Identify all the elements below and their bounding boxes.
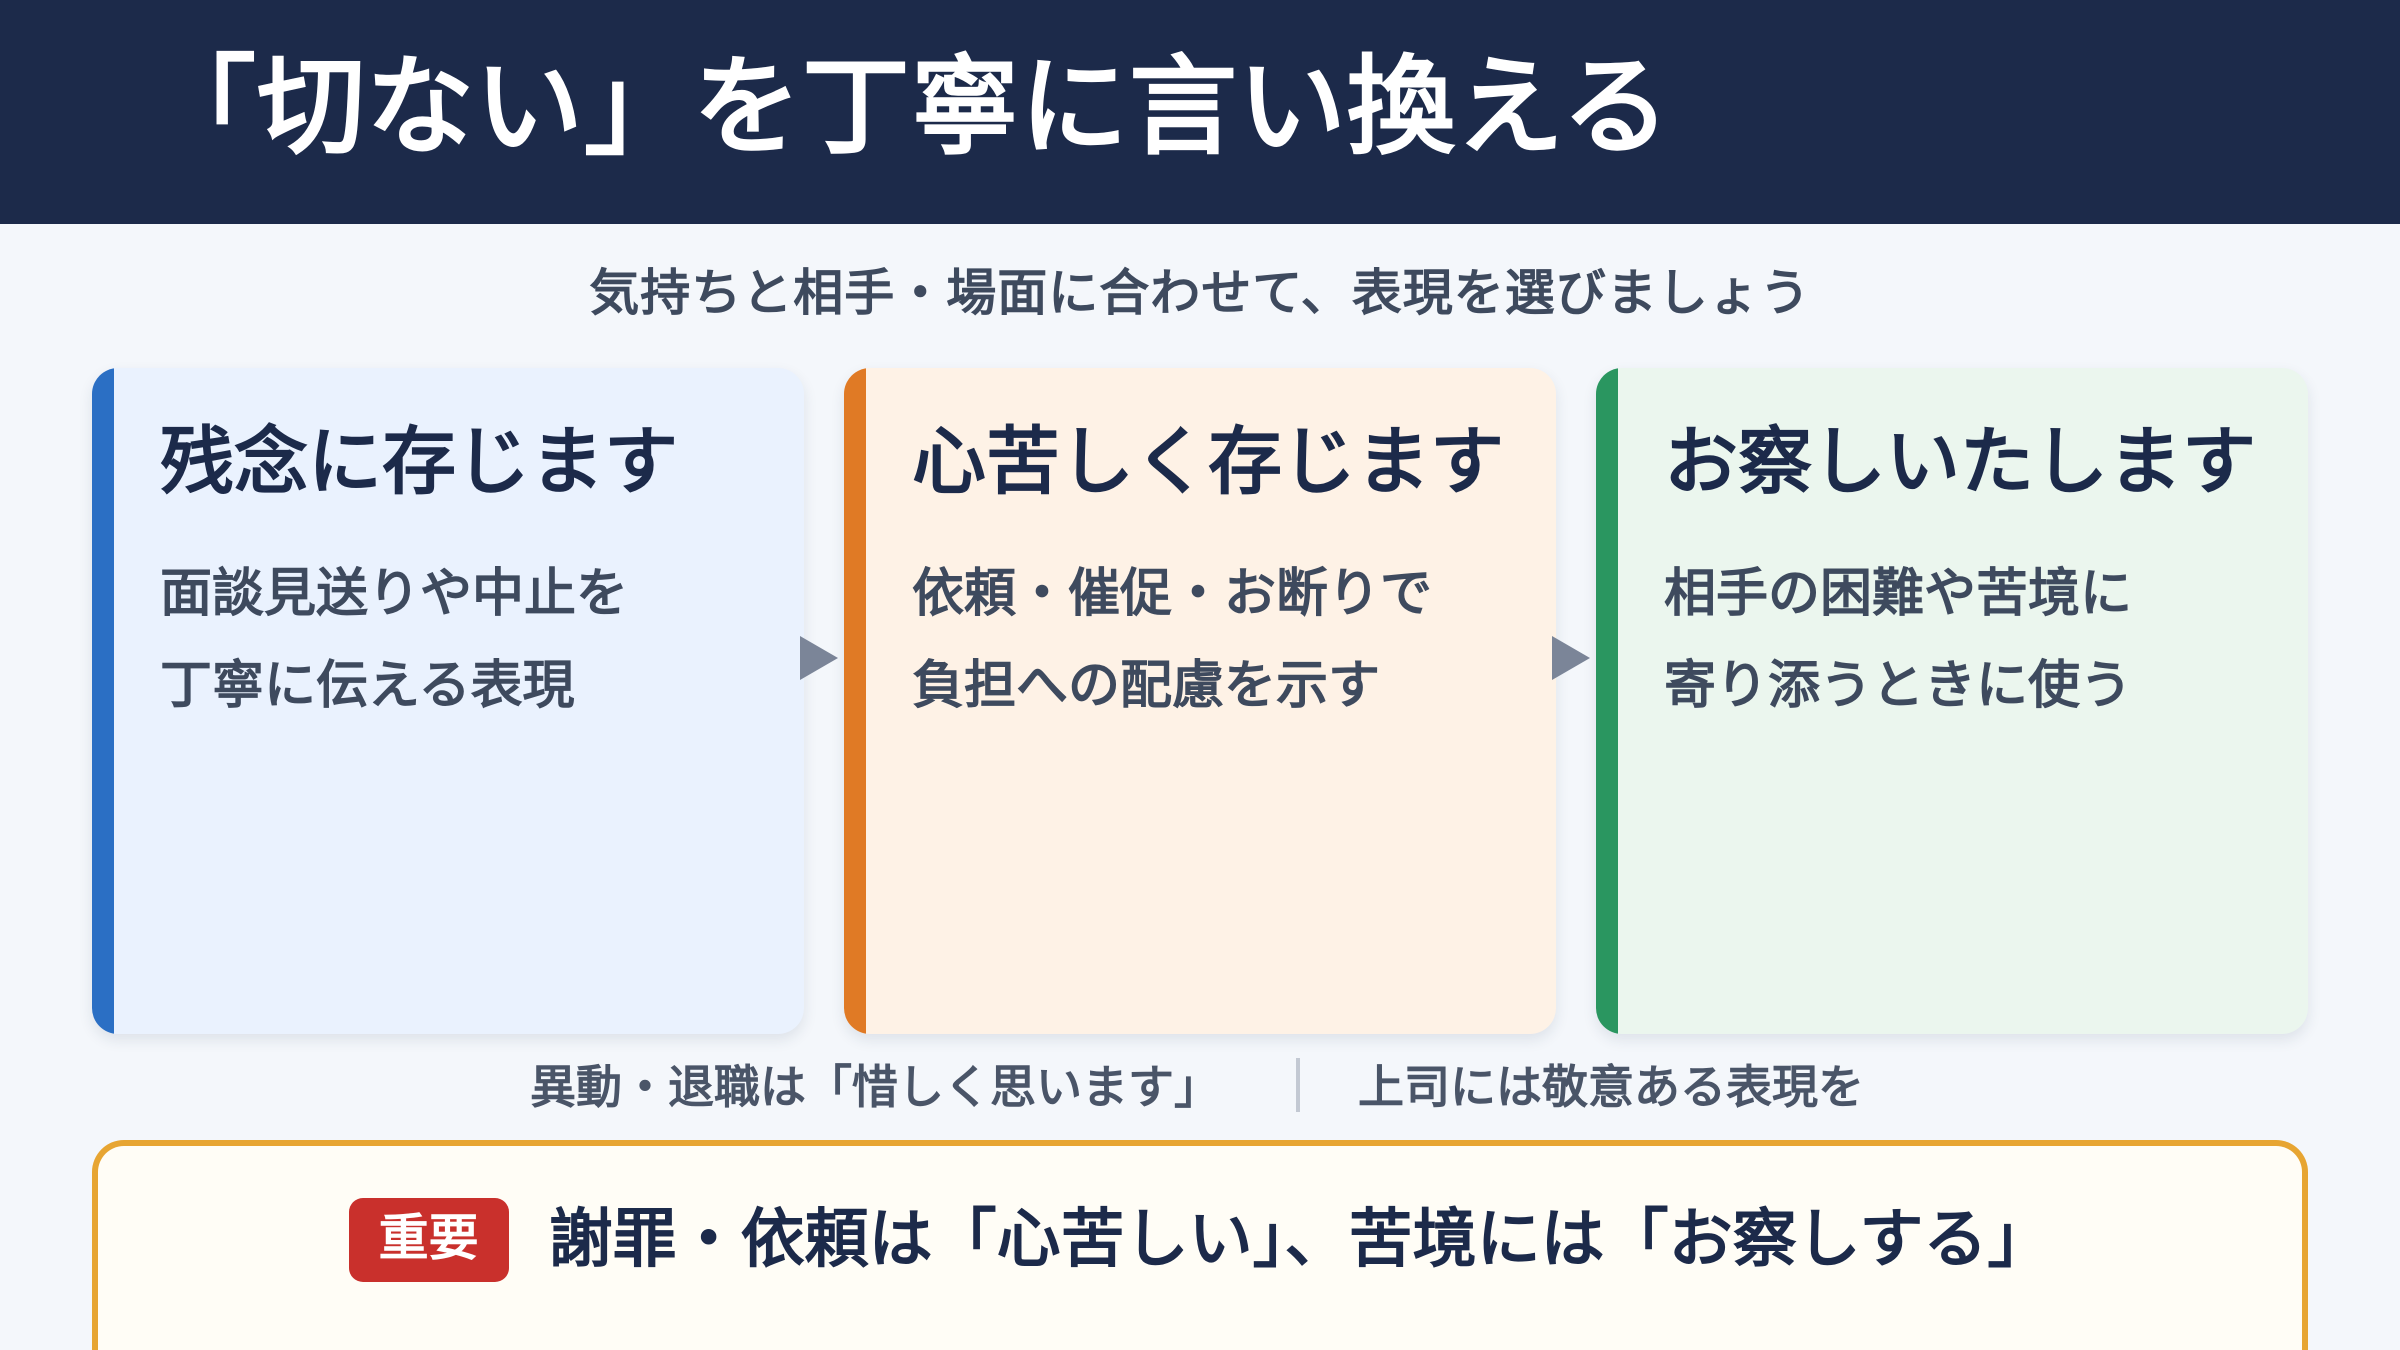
expression-card-kokorogurushiku: 心苦しく存じます 依頼・催促・お断りで 負担への配慮を示す <box>844 368 1556 1034</box>
card-description-line: 相手の困難や苦境に <box>1664 564 2133 624</box>
header-bar: 「切ない」を丁寧に言い換える <box>0 0 2400 224</box>
important-callout: 重要謝罪・依頼は「心苦しい」、苦境には「お察しする」 <box>92 1140 2308 1350</box>
card-title: 心苦しく存じます <box>912 419 1504 505</box>
page-subtitle: 気持ちと相手・場面に合わせて、表現を選びましょう <box>589 264 1811 322</box>
arrow-right-icon <box>800 636 838 680</box>
important-badge: 重要 <box>348 1198 509 1282</box>
card-title: お察しいたします <box>1664 419 2256 505</box>
card-title: 残念に存じます <box>160 419 678 505</box>
note-divider <box>1296 1058 1300 1112</box>
callout-content: 重要謝罪・依頼は「心苦しい」、苦境には「お察しする」 <box>98 1198 2302 1282</box>
card-description: 相手の困難や苦境に 寄り添うときに使う <box>1664 548 2268 732</box>
card-description-line: 寄り添うときに使う <box>1664 656 2133 716</box>
card-description-line: 丁寧に伝える表現 <box>160 656 575 716</box>
note-left: 異動・退職は「惜しく思います」 <box>530 1060 1220 1114</box>
callout-text: 謝罪・依頼は「心苦しい」、苦境には「お察しする」 <box>548 1203 2052 1277</box>
card-description-line: 依頼・催促・お断りで <box>912 564 1433 624</box>
page-title: 「切ない」を丁寧に言い換える <box>148 45 1671 170</box>
expression-card-osasshi: お察しいたします 相手の困難や苦境に 寄り添うときに使う <box>1596 368 2308 1034</box>
card-description-line: 負担への配慮を示す <box>912 656 1381 716</box>
arrow-right-icon <box>1552 636 1590 680</box>
notes-row: 異動・退職は「惜しく思います」 上司には敬意ある表現を <box>0 1052 2400 1122</box>
expression-card-zannen: 残念に存じます 面談見送りや中止を 丁寧に伝える表現 <box>92 368 804 1034</box>
note-right: 上司には敬意ある表現を <box>1358 1060 1864 1114</box>
card-description-line: 面談見送りや中止を <box>160 564 629 624</box>
card-description: 面談見送りや中止を 丁寧に伝える表現 <box>160 548 764 732</box>
card-description: 依頼・催促・お断りで 負担への配慮を示す <box>912 548 1516 732</box>
